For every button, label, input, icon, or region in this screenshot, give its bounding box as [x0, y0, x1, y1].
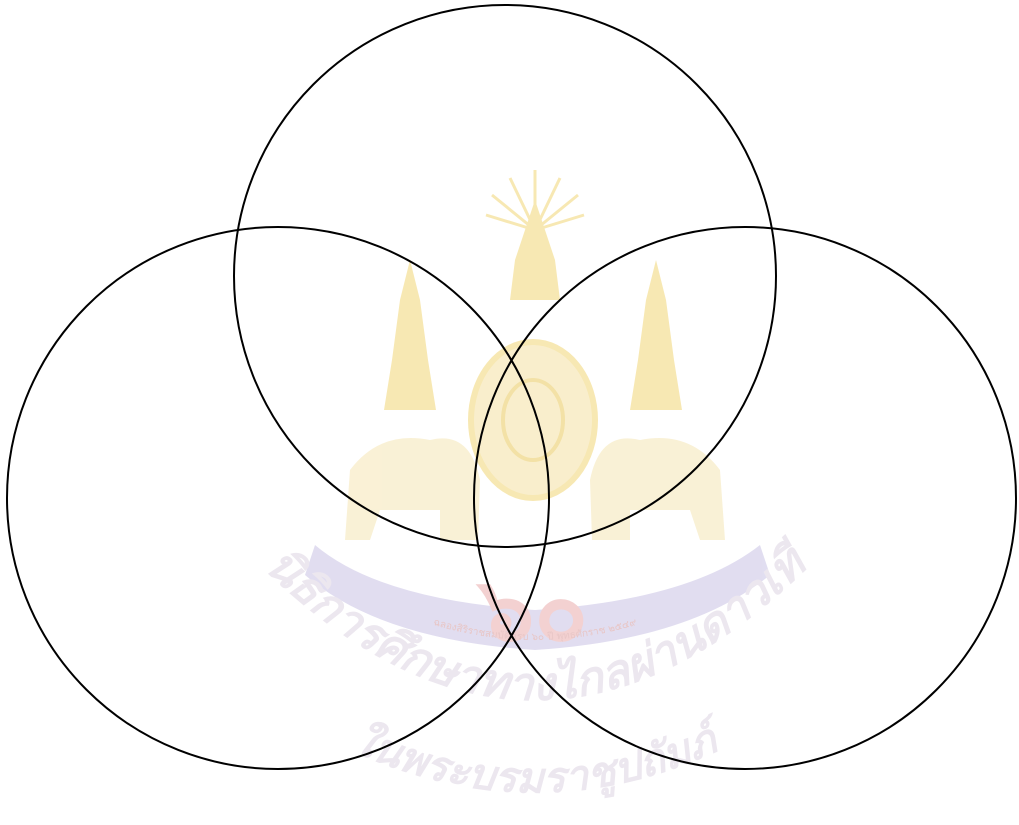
- watermark-emblem-image: ๖๐: [305, 170, 770, 661]
- watermark-line2-textpath: ในพระบรมราชูปถัมภ์: [347, 711, 732, 803]
- emblem-left-umbrella: [384, 260, 436, 410]
- watermark: ๖๐ ฉลองสิริราชสมบัติครบ ๖๐ ปี พุทธศักราช…: [0, 0, 820, 803]
- watermark-line2: ในพระบรมราชูปถัมภ์: [347, 711, 732, 803]
- emblem-numeral: ๖๐: [475, 558, 588, 661]
- emblem-left-elephant: [345, 438, 480, 540]
- emblem-medallion: [471, 342, 595, 498]
- emblem-right-umbrella: [630, 260, 682, 410]
